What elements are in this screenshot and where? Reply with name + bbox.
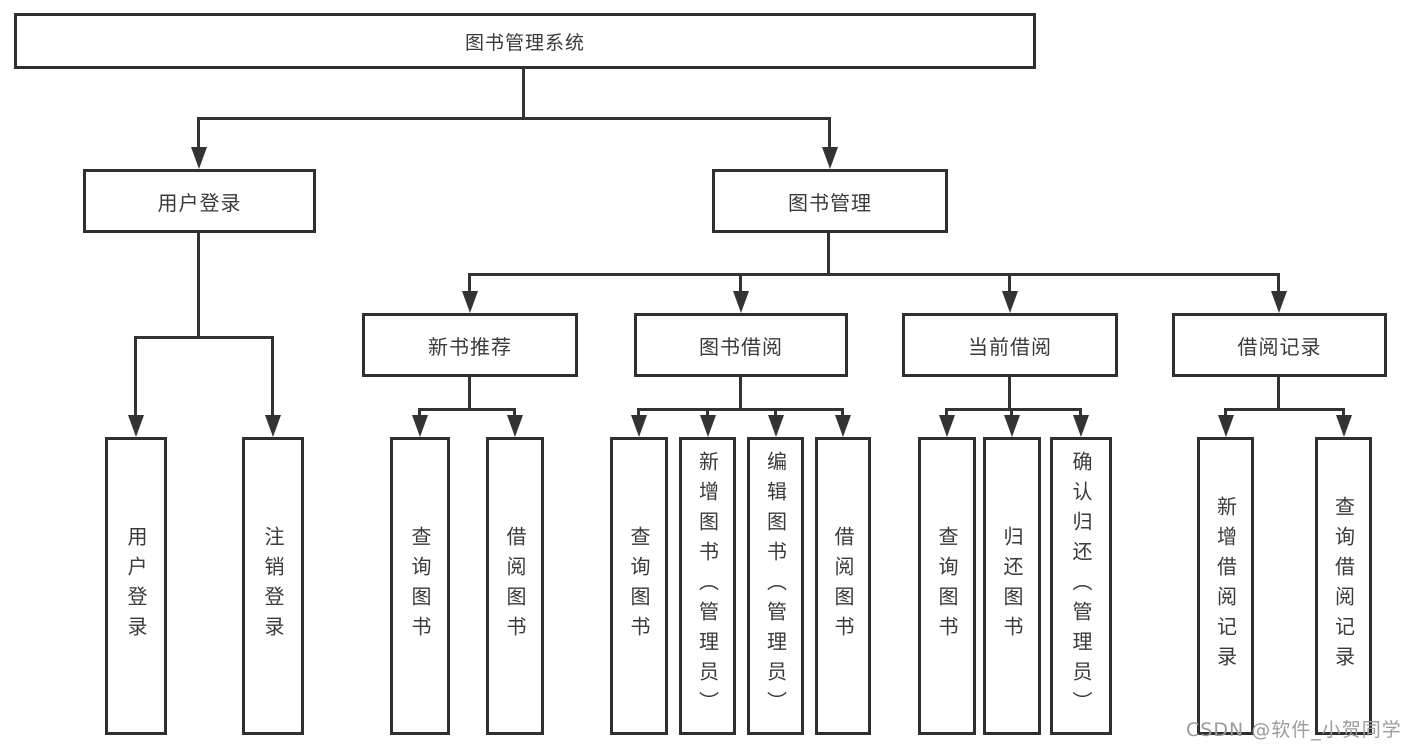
leaf-label: 查询图书 [408, 526, 432, 646]
csdn-watermark: CSDN @软件_小贺同学 [1186, 719, 1402, 741]
leaf-return-books: 归还图书 [983, 437, 1041, 735]
node-borrowing-records: 借阅记录 [1172, 313, 1387, 377]
leaf-borrow-books-recommend: 借阅图书 [486, 437, 544, 735]
node-label: 借阅记录 [1237, 334, 1322, 359]
connector-arrow-edit-books [767, 408, 784, 437]
node-label: 图书管理 [788, 190, 872, 215]
connector-arrow-query-books-3 [938, 408, 955, 437]
connector-new-book-vline [468, 377, 471, 408]
leaf-label: 编辑图书（管理员） [763, 451, 788, 721]
node-label: 当前借阅 [968, 334, 1052, 359]
connector-borrowing-records-vline [1277, 377, 1280, 408]
leaf-label: 借阅图书 [831, 526, 855, 646]
leaf-label: 归还图书 [1000, 526, 1024, 646]
leaf-label: 用户登录 [124, 526, 148, 646]
node-label: 图书借阅 [699, 334, 783, 359]
node-label: 新书推荐 [428, 334, 512, 359]
leaf-label: 查询图书 [935, 526, 959, 646]
connector-arrow-add-borrow-record [1217, 408, 1234, 437]
node-label: 用户登录 [157, 190, 242, 215]
leaf-add-borrow-record: 新增借阅记录 [1197, 437, 1254, 735]
connector-arrow-confirm-return [1072, 408, 1089, 437]
leaf-user-login: 用户登录 [105, 437, 167, 735]
node-user-login: 用户登录 [83, 169, 316, 233]
connector-arrow-current-borrowing [1001, 273, 1018, 313]
connector-arrow-leaf-logout [264, 336, 281, 437]
connector-borrowing-records-hline [1224, 408, 1345, 411]
connector-new-book-hline [418, 408, 516, 411]
leaf-label: 注销登录 [261, 526, 285, 646]
leaf-confirm-return-admin: 确认归还（管理员） [1050, 437, 1112, 735]
connector-current-borrowing-hline [945, 408, 1082, 411]
leaf-borrow-books-borrowing: 借阅图书 [815, 437, 871, 735]
leaf-label: 查询借阅记录 [1331, 496, 1356, 676]
connector-arrow-query-books-2 [630, 408, 647, 437]
leaf-label: 借阅图书 [503, 526, 527, 646]
connector-arrow-new-book-recommend [461, 273, 478, 313]
leaf-edit-books-admin: 编辑图书（管理员） [747, 437, 804, 735]
connector-arrow-borrowing-records [1270, 273, 1287, 313]
connector-user-login-vline [197, 233, 200, 336]
node-label: 图书管理系统 [464, 31, 585, 54]
connector-book-borrowing-vline [739, 377, 742, 408]
node-book-borrowing: 图书借阅 [634, 313, 848, 377]
connector-arrow-borrow-books-2 [834, 408, 851, 437]
connector-arrow-return-books [1003, 408, 1020, 437]
connector-root-arrow-book-management [821, 117, 838, 169]
leaf-query-books-recommend: 查询图书 [390, 437, 450, 735]
connector-arrow-leaf-user-login [127, 336, 144, 437]
node-current-borrowing: 当前借阅 [902, 313, 1118, 377]
node-new-book-recommend: 新书推荐 [362, 313, 578, 377]
connector-arrow-book-borrowing [732, 273, 749, 313]
connector-user-login-hline [134, 336, 274, 339]
connector-book-management-hline [468, 273, 1280, 276]
leaf-logout: 注销登录 [242, 437, 304, 735]
connector-book-management-vline [827, 233, 830, 273]
connector-arrow-query-books-1 [411, 408, 428, 437]
leaf-label: 新增图书（管理员） [695, 451, 720, 721]
leaf-query-borrow-record: 查询借阅记录 [1315, 437, 1372, 735]
connector-arrow-add-books [699, 408, 716, 437]
leaf-add-books-admin: 新增图书（管理员） [679, 437, 736, 735]
connector-root-hline [197, 117, 831, 120]
connector-arrow-borrow-books-1 [506, 408, 523, 437]
node-book-management: 图书管理 [712, 169, 948, 233]
node-library-management-system: 图书管理系统 [14, 13, 1036, 69]
leaf-label: 新增借阅记录 [1213, 496, 1238, 676]
leaf-label: 查询图书 [627, 526, 651, 646]
connector-root-vline [522, 69, 525, 117]
connector-arrow-query-borrow-record [1335, 408, 1352, 437]
connector-book-borrowing-hline [637, 408, 844, 411]
leaf-label: 确认归还（管理员） [1069, 451, 1093, 721]
connector-root-arrow-user-login [190, 117, 207, 169]
leaf-query-books-borrowing: 查询图书 [610, 437, 668, 735]
connector-current-borrowing-vline [1008, 377, 1011, 408]
leaf-query-books-current: 查询图书 [918, 437, 976, 735]
